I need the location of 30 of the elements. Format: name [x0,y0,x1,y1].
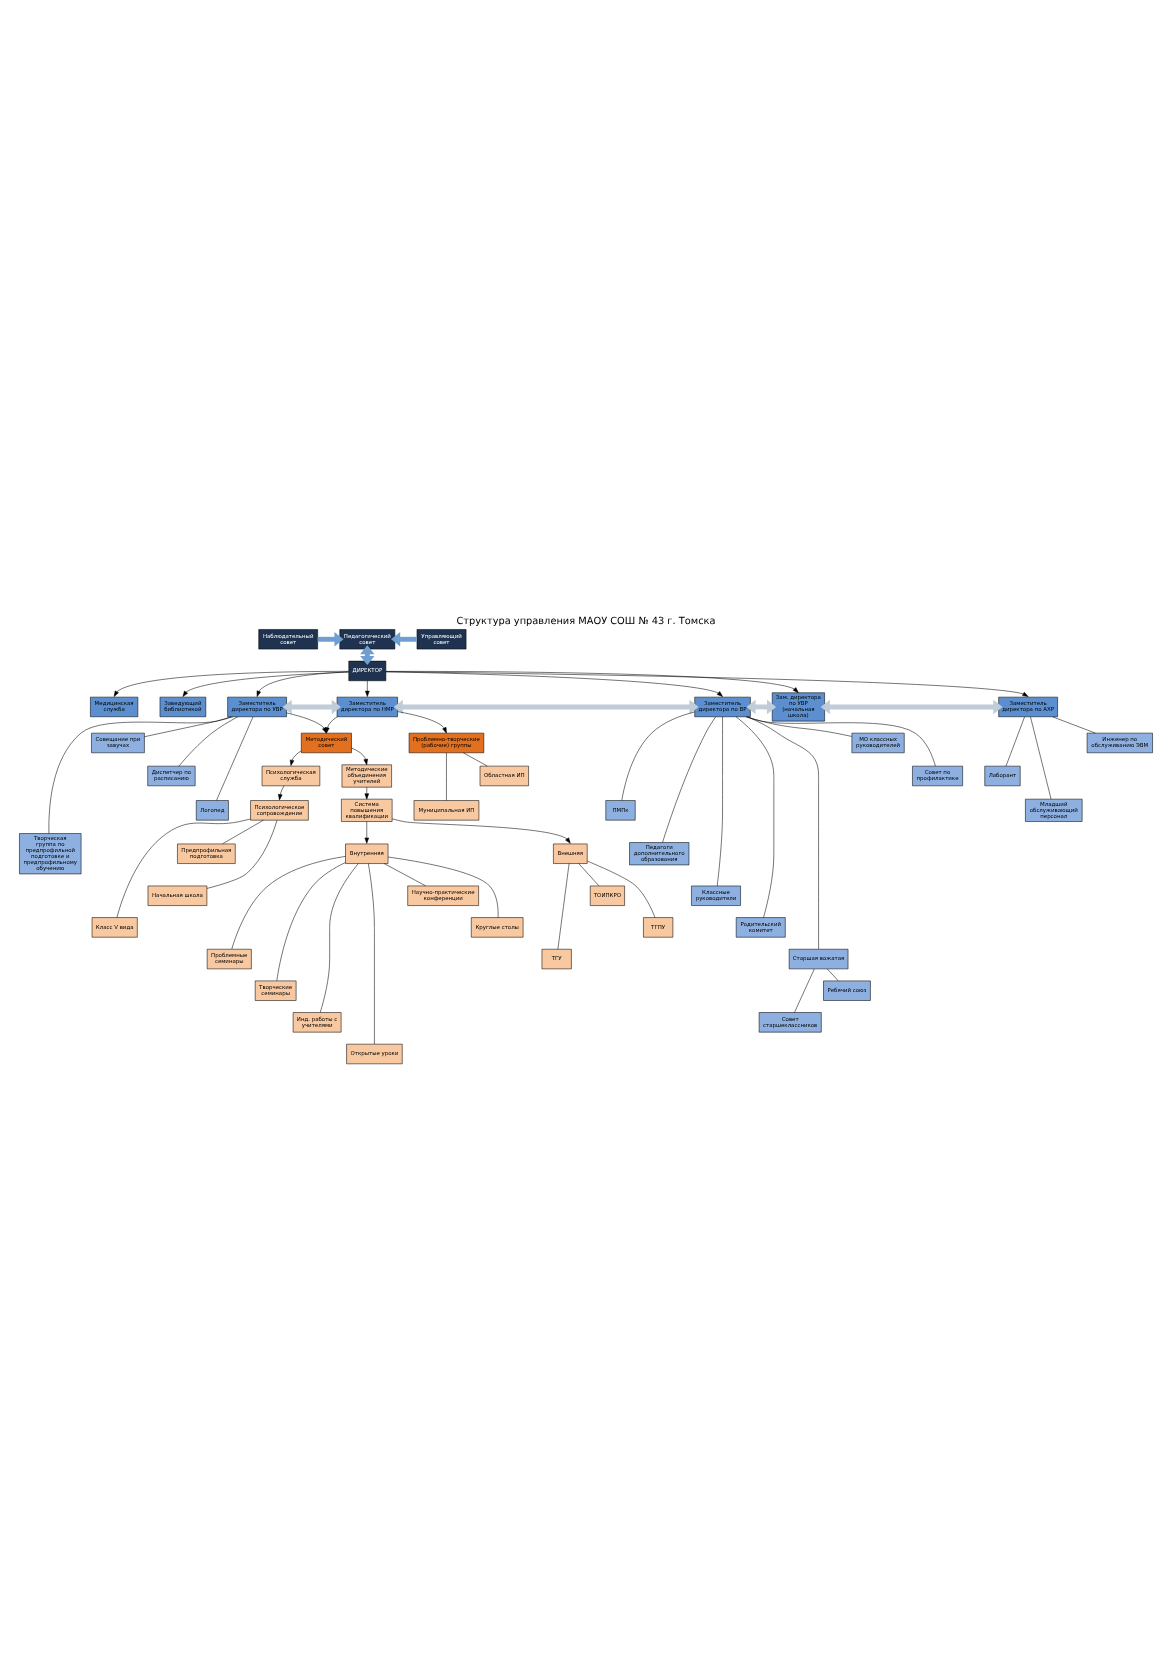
arrow [393,698,699,714]
arrow [351,746,368,765]
arrow [391,631,417,646]
arrow [256,670,349,696]
arrow [289,749,302,765]
connector [735,715,775,917]
connector [144,715,232,736]
arrow [113,670,349,696]
connector [48,715,233,833]
arrow [385,670,723,696]
connector [746,715,853,736]
arrow [385,670,799,693]
connector [745,715,936,766]
arrow [278,784,285,800]
connector [383,862,426,886]
arrow [317,631,344,646]
arrow [325,715,338,733]
arrow [397,710,447,733]
connector [794,967,815,1012]
connector [446,751,447,800]
arrow [391,817,571,843]
arrow [746,698,777,714]
arrow [182,670,349,696]
arrow [365,679,370,696]
arrow [282,698,341,714]
connector [747,715,819,949]
arrow [820,698,1003,714]
arrow [364,820,369,843]
arrow [364,786,369,799]
arrow [385,670,1029,696]
